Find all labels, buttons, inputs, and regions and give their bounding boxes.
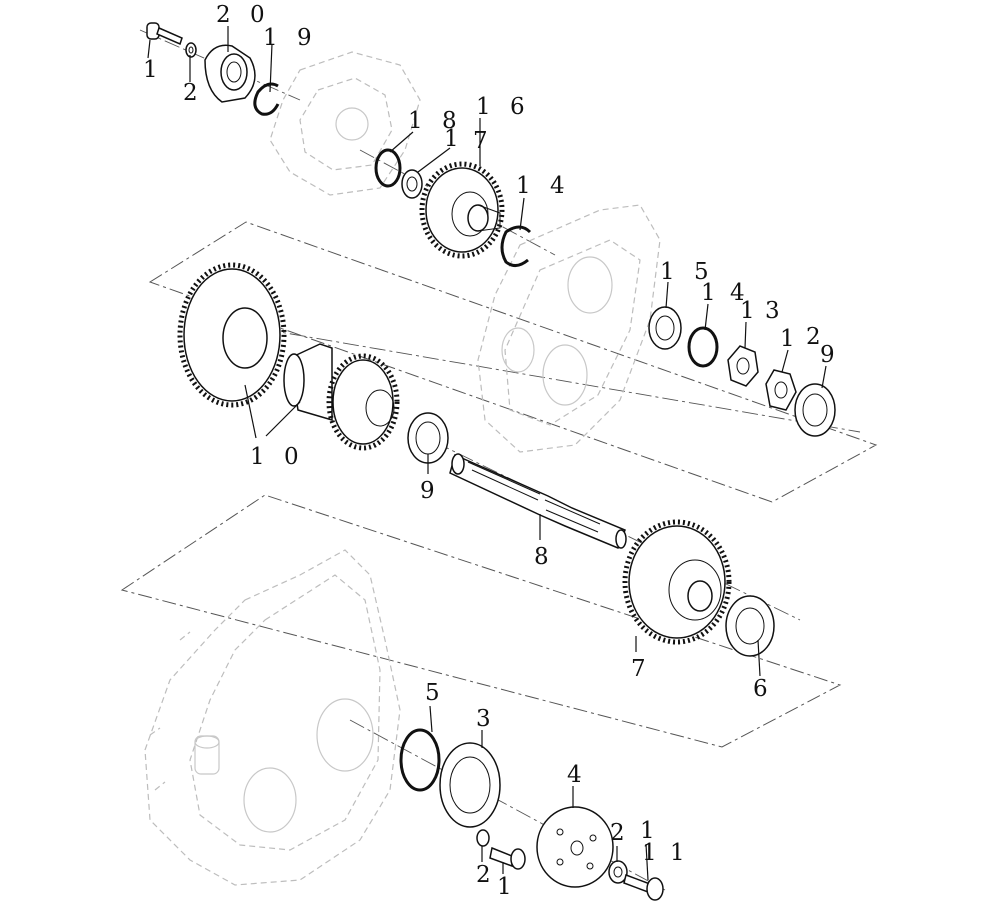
callout-label: 4 <box>730 280 745 306</box>
callout-label: 1 9 <box>263 25 318 51</box>
callout-label: 5 <box>425 680 440 706</box>
top-washer <box>185 42 197 58</box>
callout-label: 7 <box>631 656 646 682</box>
lock-washer-12 <box>765 369 797 411</box>
callout-label: 1 <box>640 818 655 844</box>
callout-label: 1 <box>143 57 158 83</box>
callout-label: 2 <box>610 820 625 846</box>
lower-gear-case <box>144 549 401 886</box>
snap-ring-14-right <box>687 326 719 368</box>
bearing-17 <box>401 169 423 199</box>
middle-housing <box>477 204 661 453</box>
upper-cover-housing <box>269 51 421 196</box>
callout-label: 2 <box>476 862 491 888</box>
callout-label: 9 <box>420 478 435 504</box>
top-cover-plate <box>204 44 256 103</box>
callout-label: 3 <box>765 298 780 324</box>
nut-13 <box>727 345 759 387</box>
callout-label: 6 <box>753 676 768 702</box>
axis-upper-shaft <box>209 319 861 433</box>
callout-label: 1 <box>497 874 512 900</box>
cover-plate-3 <box>439 742 501 828</box>
callout-label: 2 <box>806 324 821 350</box>
top-bolt <box>146 22 183 46</box>
callout-label: 2 0 <box>216 2 271 28</box>
top-snap-ring <box>253 82 280 116</box>
callout-label: 7 <box>473 128 488 154</box>
washer-2-lower-right <box>608 860 628 884</box>
pinion-gear-10 <box>283 343 400 451</box>
upper-assembly-plane <box>148 221 878 503</box>
callout-label: 1 <box>740 298 755 324</box>
washer-2-lower-left <box>476 829 490 847</box>
main-shaft-8 <box>449 453 627 549</box>
snap-ring-18 <box>374 148 402 188</box>
bearing-9-right <box>794 383 836 437</box>
bolt-1-lower-left <box>489 846 526 870</box>
callout-label: 1 5 <box>660 259 715 285</box>
callout-label: 3 <box>476 706 491 732</box>
bearing-6 <box>725 595 775 657</box>
snap-ring-14 <box>500 225 532 267</box>
callout-label: 4 <box>567 762 582 788</box>
callout-labels: 2 0 1 9 1 2 1 6 1 8 1 7 1 4 1 5 1 4 1 3 … <box>143 2 835 900</box>
snap-ring-5 <box>399 728 441 792</box>
callout-label: 2 <box>183 80 198 106</box>
bolt-1-lower-right <box>623 874 664 901</box>
callout-label: 1 4 <box>516 173 571 199</box>
callout-label: 9 <box>820 342 835 368</box>
callout-label: 1 <box>642 840 657 866</box>
callout-label: 1 <box>444 126 459 152</box>
bearing-15 <box>648 306 682 350</box>
callout-label: 1 6 <box>476 94 531 120</box>
leader-lines <box>147 26 827 881</box>
gear-7 <box>622 519 732 645</box>
callout-label: 1 8 <box>408 108 463 134</box>
bevel-ring-gear-10 <box>177 262 287 408</box>
callout-label: 1 <box>670 840 685 866</box>
flange-disc-4 <box>536 806 614 888</box>
callout-label: 1 0 <box>250 444 305 470</box>
callout-label: 1 <box>701 280 716 306</box>
lower-assembly-plane <box>120 494 842 748</box>
gear-16 <box>419 161 505 259</box>
callout-label: 1 <box>780 326 795 352</box>
callout-label: 8 <box>534 544 549 570</box>
